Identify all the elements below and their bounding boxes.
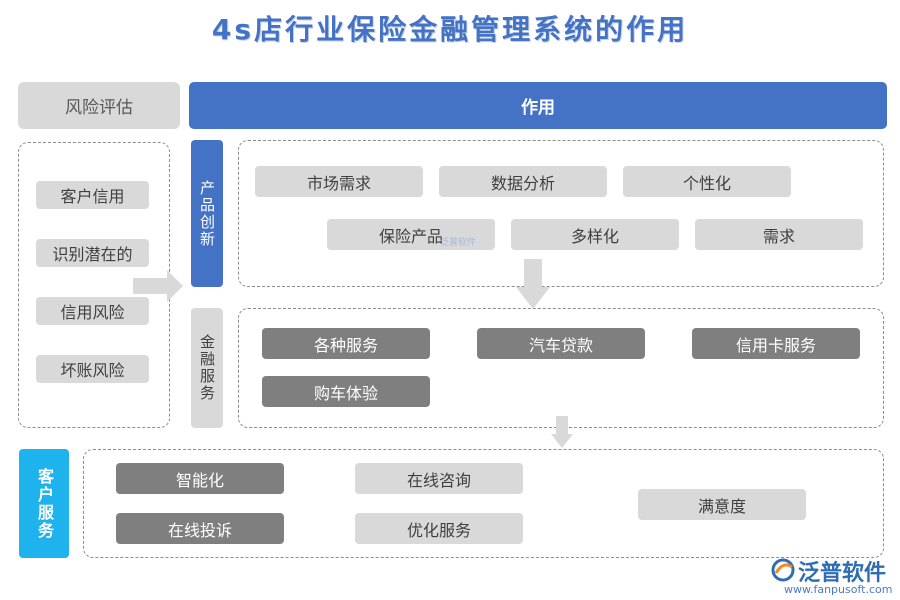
down-arrow-small-icon: [551, 416, 573, 448]
page-title: 4s店行业保险金融管理系统的作用: [211, 13, 689, 46]
logo-swirl-icon: [771, 558, 795, 582]
car-purchase-experience-pill: 购车体验: [262, 376, 430, 407]
satisfaction-pill: 满意度: [638, 489, 806, 520]
risk-assessment-header: 风险评估: [18, 82, 180, 129]
insurance-product-pill: 保险产品: [327, 219, 495, 250]
diversification-pill: 多样化: [511, 219, 679, 250]
logo-url: www.fanpusoft.com: [784, 583, 893, 596]
company-logo: 泛普软件 www.fanpusoft.com: [770, 555, 895, 597]
watermark-logo: 泛普软件: [440, 238, 477, 248]
tab-financial-services: 金融服务: [191, 308, 223, 428]
market-demand-pill: 市场需求: [255, 166, 423, 197]
risk-item-identify-potential: 识别潜在的: [36, 239, 149, 267]
online-complaint-pill: 在线投诉: [116, 513, 284, 544]
online-consultation-pill: 在线咨询: [355, 463, 523, 494]
product-innovation-panel: [238, 140, 884, 287]
intelligent-pill: 智能化: [116, 463, 284, 494]
tab-product-innovation: 产品创新: [191, 140, 223, 287]
car-loan-pill: 汽车贷款: [477, 328, 645, 359]
various-services-pill: 各种服务: [262, 328, 430, 359]
credit-card-service-pill: 信用卡服务: [692, 328, 860, 359]
risk-item-bad-debt-risk: 坏账风险: [36, 355, 149, 383]
data-analysis-pill: 数据分析: [439, 166, 607, 197]
risk-item-customer-credit: 客户信用: [36, 181, 149, 209]
right-arrow-icon: [133, 270, 183, 302]
personalization-pill: 个性化: [623, 166, 791, 197]
demand-pill: 需求: [695, 219, 863, 250]
down-arrow-icon: [516, 259, 550, 309]
logo-name: 泛普软件: [798, 561, 887, 586]
function-header: 作用: [189, 82, 887, 129]
risk-item-credit-risk: 信用风险: [36, 297, 149, 325]
financial-services-panel: [238, 308, 884, 428]
tab-customer-service: 客户服务: [19, 449, 69, 558]
optimized-service-pill: 优化服务: [355, 513, 523, 544]
